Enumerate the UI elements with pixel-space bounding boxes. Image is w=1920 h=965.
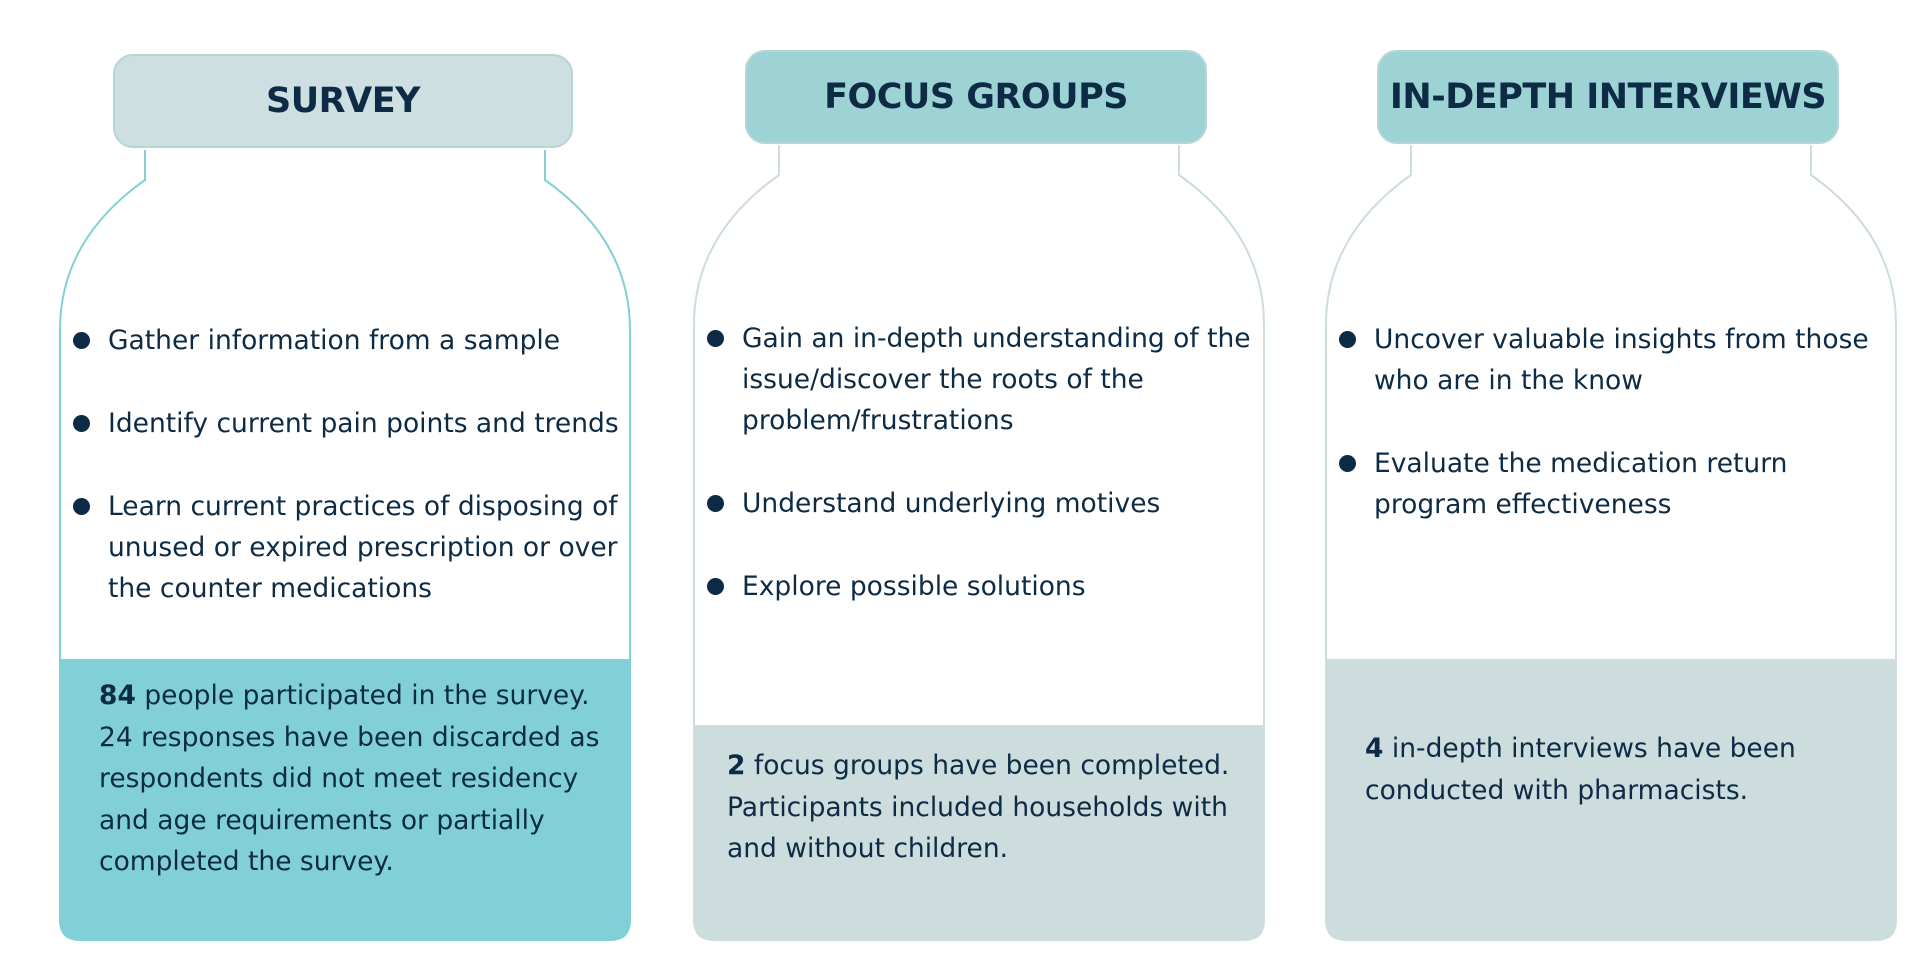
bullet-dot-icon <box>707 495 724 512</box>
survey-lid: SURVEY <box>113 54 573 148</box>
focus-groups-jar: FOCUS GROUPS Gain an in-depth understand… <box>689 0 1269 965</box>
bullet-dot-icon <box>707 330 724 347</box>
bullet-item: Identify current pain points and trends <box>65 403 635 444</box>
interviews-stat-number: 4 <box>1365 733 1384 764</box>
interviews-stat: 4 in-depth interviews have been conducte… <box>1365 728 1865 811</box>
bullet-dot-icon <box>1339 455 1356 472</box>
bullet-text: Learn current practices of disposing of … <box>108 491 618 604</box>
bullet-dot-icon <box>73 498 90 515</box>
survey-stat-text: people participated in the survey. 24 re… <box>99 680 600 877</box>
survey-jar: SURVEY Gather information from a sample … <box>55 0 635 965</box>
bullet-text: Understand underlying motives <box>742 488 1161 519</box>
bullet-text: Evaluate the medication return program e… <box>1374 448 1788 520</box>
survey-bullet-list: Gather information from a sample Identif… <box>65 320 635 651</box>
survey-stat: 84 people participated in the survey. 24… <box>99 675 604 883</box>
bullet-text: Uncover valuable insights from those who… <box>1374 324 1869 396</box>
bullet-dot-icon <box>73 415 90 432</box>
bullet-dot-icon <box>73 332 90 349</box>
focus-groups-lid: FOCUS GROUPS <box>745 50 1207 144</box>
bullet-item: Learn current practices of disposing of … <box>65 486 635 609</box>
interviews-stat-panel: 4 in-depth interviews have been conducte… <box>1325 659 1897 941</box>
interviews-stat-text: in-depth interviews have been conducted … <box>1365 733 1796 806</box>
survey-stat-panel: 84 people participated in the survey. 24… <box>59 659 631 941</box>
bullet-text: Gather information from a sample <box>108 325 561 356</box>
survey-stat-number: 84 <box>99 680 136 711</box>
focus-groups-stat: 2 focus groups have been completed. Part… <box>727 745 1247 870</box>
interviews-jar: IN-DEPTH INTERVIEWS Uncover valuable ins… <box>1321 0 1901 965</box>
bullet-item: Explore possible solutions <box>699 566 1269 607</box>
focus-groups-bullet-list: Gain an in-depth understanding of the is… <box>699 318 1269 649</box>
bullet-dot-icon <box>1339 331 1356 348</box>
bullet-item: Understand underlying motives <box>699 483 1269 524</box>
interviews-bullet-list: Uncover valuable insights from those who… <box>1331 319 1901 567</box>
interviews-title: IN-DEPTH INTERVIEWS <box>1389 77 1827 117</box>
survey-title: SURVEY <box>266 81 420 121</box>
bullet-text: Explore possible solutions <box>742 571 1086 602</box>
interviews-lid: IN-DEPTH INTERVIEWS <box>1377 50 1839 144</box>
focus-groups-stat-number: 2 <box>727 750 746 781</box>
bullet-item: Gather information from a sample <box>65 320 635 361</box>
focus-groups-stat-panel: 2 focus groups have been completed. Part… <box>693 725 1265 941</box>
focus-groups-title: FOCUS GROUPS <box>824 77 1128 117</box>
bullet-item: Evaluate the medication return program e… <box>1331 443 1901 525</box>
bullet-item: Uncover valuable insights from those who… <box>1331 319 1901 401</box>
bullet-dot-icon <box>707 578 724 595</box>
focus-groups-stat-text: focus groups have been completed. Partic… <box>727 750 1230 864</box>
bullet-item: Gain an in-depth understanding of the is… <box>699 318 1269 441</box>
bullet-text: Identify current pain points and trends <box>108 408 619 439</box>
bullet-text: Gain an in-depth understanding of the is… <box>742 323 1251 436</box>
